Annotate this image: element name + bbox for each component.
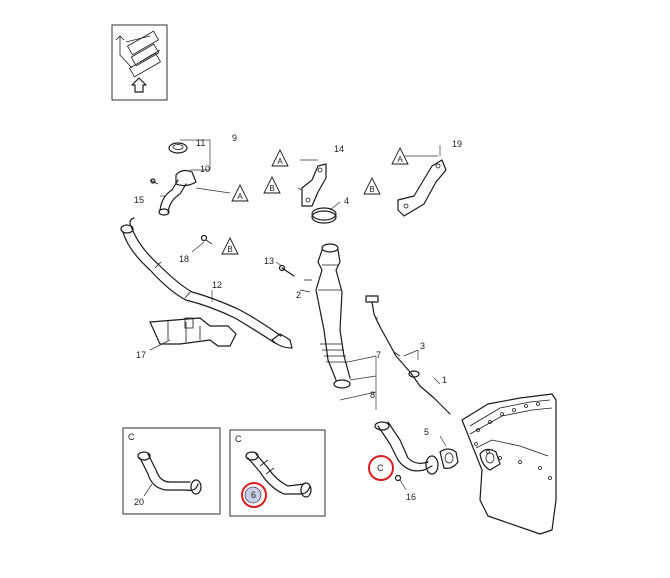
part-lower-elbow (374, 421, 459, 491)
callout-8: 8 (370, 390, 375, 400)
ref-triangle-a-1: A (231, 183, 249, 202)
callout-5: 5 (424, 427, 429, 437)
svg-text:A: A (277, 157, 283, 166)
callout-15: 15 (134, 195, 144, 205)
part-bolt-13 (275, 261, 295, 277)
svg-text:A: A (397, 155, 403, 164)
engine-orientation-icon (111, 24, 168, 101)
callout-17: 17 (136, 350, 146, 360)
callout-18: 18 (179, 254, 189, 264)
ref-c-main: C (377, 463, 384, 473)
callout-16: 16 (406, 492, 416, 502)
callout-1: 1 (442, 375, 447, 385)
callout-6: 6 (251, 490, 256, 500)
ref-c-box-20: C (128, 432, 135, 442)
callout-12: 12 (212, 280, 222, 290)
part-dipstick (365, 295, 451, 415)
ref-triangle-b-1: B (221, 236, 239, 255)
callout-4: 4 (344, 196, 349, 206)
detail-box-c-20 (122, 427, 221, 515)
up-arrow-icon (131, 77, 147, 93)
part-breather-pipe (120, 217, 293, 349)
ref-triangle-a-2: A (271, 148, 289, 167)
svg-text:B: B (269, 184, 274, 193)
callout-3: 3 (420, 341, 425, 351)
svg-text:B: B (369, 185, 374, 194)
ref-triangle-a-3: A (391, 146, 409, 165)
callout-19: 19 (452, 139, 462, 149)
part-bracket (149, 317, 237, 351)
part-oil-pan (461, 393, 557, 535)
part-cap-assembly (168, 139, 211, 187)
ref-c-box-6: C (235, 434, 242, 444)
detail-box-c-6 (229, 429, 326, 517)
part-bracket-14 (297, 159, 327, 207)
part-filler-tube (299, 243, 377, 410)
ref-triangle-b-3: B (363, 176, 381, 195)
highlight-ring-6 (241, 482, 267, 508)
svg-text:A: A (237, 192, 243, 201)
callout-20: 20 (134, 497, 144, 507)
callout-9: 9 (232, 133, 237, 143)
callout-14: 14 (334, 144, 344, 154)
highlight-ring-c (368, 455, 394, 481)
callout-11: 11 (196, 138, 205, 148)
part-bracket-19 (397, 145, 447, 217)
svg-text:B: B (227, 245, 232, 254)
callout-2: 2 (296, 290, 301, 300)
part-upper-elbow (149, 178, 231, 216)
ref-triangle-b-2: B (263, 175, 281, 194)
part-plug (311, 201, 341, 224)
part-bolt-18 (191, 234, 213, 253)
callout-7: 7 (376, 350, 381, 360)
callout-13: 13 (264, 256, 274, 266)
callout-10: 10 (200, 164, 210, 174)
